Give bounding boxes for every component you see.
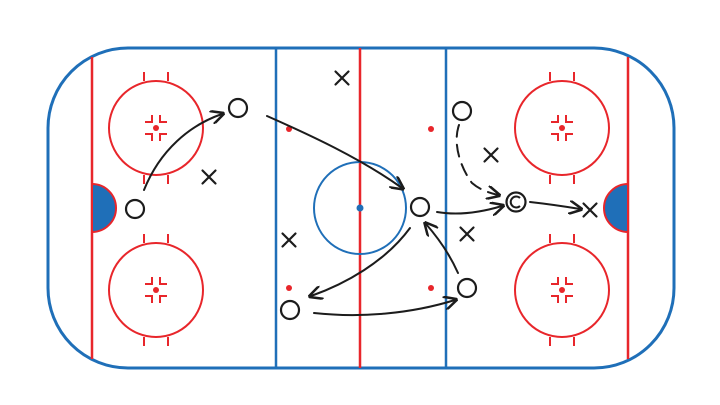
defender-marker <box>201 169 217 185</box>
faceoff-circles <box>108 72 610 346</box>
player-marker <box>456 277 478 299</box>
faceoff-circle <box>108 72 204 184</box>
player-marker <box>227 97 249 119</box>
player-marker <box>124 198 146 220</box>
arrow-return-pass <box>426 224 459 274</box>
neutral-dot-bottom-left <box>286 285 292 291</box>
center-faceoff-dot <box>356 204 364 212</box>
defender-marker <box>582 202 598 218</box>
player-marker <box>451 100 473 122</box>
arrow-left-breakout <box>143 114 222 191</box>
neutral-dot-bottom-right <box>428 285 434 291</box>
arrow-cross-pass <box>313 300 455 317</box>
arrow-carry-in <box>436 206 502 214</box>
player-marker <box>279 299 301 321</box>
skate-dashed-path <box>455 124 498 195</box>
arrow-long-pass <box>266 115 402 188</box>
arrow-to-net <box>529 202 580 209</box>
offensive-players <box>124 97 478 321</box>
faceoff-circle <box>514 72 610 184</box>
faceoff-circle <box>514 234 610 346</box>
puck-carrier-marker <box>505 191 527 213</box>
play-arrows <box>143 114 580 317</box>
neutral-dot-top-right <box>428 126 434 132</box>
defender-marker <box>459 226 475 242</box>
defender-marker <box>334 70 350 86</box>
arrow-drop-pass <box>311 227 411 296</box>
faceoff-circle <box>108 234 204 346</box>
goal-crease-left <box>91 182 117 234</box>
goal-crease-right <box>603 182 629 234</box>
defender-marker <box>483 147 499 163</box>
defender-marker <box>281 232 297 248</box>
defending-players <box>201 70 598 248</box>
player-marker <box>409 196 431 218</box>
